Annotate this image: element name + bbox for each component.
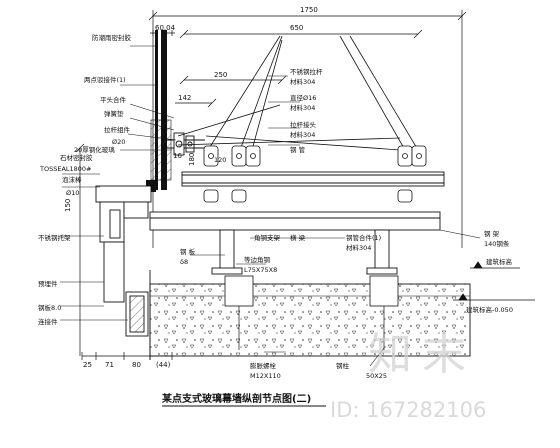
label-flat-head: 平头合件 (100, 95, 127, 104)
label-rod-spec: Ø20 (112, 138, 125, 146)
label-point-bolt: 两点驳接件(1) (84, 75, 126, 84)
bottom-dimension-lines (75, 143, 173, 360)
level-markers (455, 261, 535, 301)
steel-pipe (181, 171, 445, 187)
label-foam-rod: 泡沫棒 (62, 175, 82, 184)
label-steel-col: 钢柱 (336, 361, 350, 370)
dim-150: 150 (64, 199, 72, 212)
rod-connectors (203, 145, 427, 203)
label-side-material: 材料304 (346, 243, 371, 252)
dim-60: 60.04 (155, 24, 176, 32)
label-anchor: 钢 板 (180, 247, 196, 256)
label-angle-steel-spec: L75X75X8 (244, 266, 277, 274)
label-anchor-spec: δ8 (180, 258, 188, 266)
dim-overall-width: 1750 (300, 6, 318, 14)
label-top-seal: 防潮雨密封胶 (92, 33, 132, 42)
label-material-2: 材料304 (290, 103, 315, 112)
label-steel-pipe: 钢 管 (290, 145, 306, 154)
label-stainless-bracket: 不锈钢托架 (38, 233, 71, 242)
label-rod-dia: 直径Ø16 (290, 93, 316, 102)
concrete-slab (149, 270, 471, 360)
label-stainless-material: 材料304 (290, 77, 315, 86)
label-level-value: 建筑标高-0.050 (466, 305, 513, 314)
dim-16: 16 (173, 152, 182, 160)
tension-rods (177, 35, 419, 151)
label-bolt-spec: M12X110 (250, 372, 281, 380)
label-steel-frame: 钢 架 (484, 230, 500, 238)
label-spring-pad: 弹簧垫 (104, 109, 124, 118)
dim-bottom-44: (44) (156, 361, 171, 369)
label-glass-spec: 20厚钢化玻璃 (74, 145, 115, 154)
label-material-3: 材料304 (290, 130, 315, 139)
dim-250: 250 (214, 71, 227, 79)
label-connector: 连接件 (38, 317, 58, 326)
label-truss-joint: 拉杆接头 (290, 120, 317, 129)
label-finish-level: 建筑标高 (486, 257, 513, 266)
label-beam: 横 梁 (290, 233, 306, 242)
label-bottom-plate: 钢板8.0 (38, 303, 61, 312)
dim-bottom-71: 71 (105, 361, 114, 369)
dim-142: 142 (178, 94, 191, 102)
label-foam-dia: Ø10 (66, 189, 79, 197)
dim-650: 650 (290, 24, 303, 32)
steel-beam (149, 211, 441, 275)
drawing-title: 某点支式玻璃幕墙纵剖节点图(二) (162, 392, 311, 405)
label-mid-120: 120 (214, 156, 226, 164)
spider-fitting (167, 132, 205, 156)
label-embedded-plate: 预埋件 (38, 279, 58, 288)
label-expansion-bolt: 膨胀螺栓 (250, 361, 277, 370)
label-beam-spec: 140钢条 (484, 239, 510, 248)
dim-180: 180 (188, 153, 196, 166)
dim-bottom-80: 80 (132, 361, 141, 369)
id-text: ID: 167282106 (330, 398, 487, 422)
label-side-pipe: 钢管合件(1) (346, 233, 381, 242)
label-col-spec: 50X25 (366, 372, 387, 380)
label-tension-rod: 拉杆组件 (104, 125, 131, 134)
embedded-bracket (95, 185, 152, 337)
label-stainless-rod: 不锈钢拉杆 (290, 67, 323, 76)
top-dimension-lines (148, 10, 467, 248)
label-angle-steel: 等边角钢 (244, 255, 271, 264)
dim-bottom-25: 25 (83, 361, 92, 369)
label-truss-label: 角钢支架 (254, 233, 281, 242)
watermark: 知末 (368, 329, 476, 380)
label-seal-spec: TOSSEAL1800# (39, 165, 92, 173)
glass-panel (146, 30, 172, 192)
leader-lines (60, 45, 481, 367)
label-silicone: 石材密封胶 (60, 153, 93, 162)
